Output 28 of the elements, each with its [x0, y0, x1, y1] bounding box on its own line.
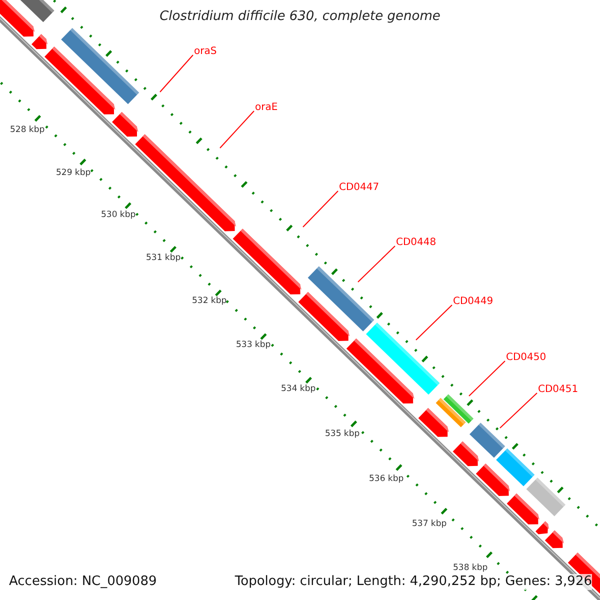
- tick-label: 531 kbp: [146, 253, 181, 263]
- gene-label: CD0448: [396, 237, 436, 249]
- tick-label: 528 kbp: [10, 125, 45, 135]
- tick-label: 532 kbp: [192, 296, 227, 306]
- genome-summary-text: Topology: circular; Length: 4,290,252 bp; Genes: 3,926: [234, 574, 592, 590]
- tick-label: 535 kbp: [325, 429, 360, 439]
- gene-label: oraS: [194, 46, 217, 58]
- leader-line: [302, 190, 338, 228]
- gene-label: oraE: [255, 102, 278, 114]
- leader-line: [468, 360, 506, 396]
- tick-label: 533 kbp: [236, 340, 271, 350]
- tick-label: 534 kbp: [281, 384, 316, 394]
- leader-line: [160, 54, 194, 92]
- gene-label: CD0450: [506, 352, 546, 364]
- accession-text: Accession: NC_009089: [9, 574, 157, 590]
- tick-label: 538 kbp: [453, 563, 488, 573]
- leader-line: [500, 392, 538, 428]
- tick-label: 536 kbp: [369, 474, 404, 484]
- tick-label: 530 kbp: [101, 210, 136, 220]
- gene-label: CD0447: [339, 182, 380, 194]
- gene-label: CD0451: [538, 384, 578, 396]
- tick-label: 529 kbp: [56, 168, 91, 178]
- gene-label: CD0449: [453, 296, 494, 308]
- leader-line: [358, 246, 396, 282]
- leader-line: [416, 304, 452, 340]
- map-title: Clostridium difficile 630, complete genome: [158, 9, 442, 24]
- tick-label: 537 kbp: [412, 519, 447, 529]
- leader-line: [220, 110, 254, 148]
